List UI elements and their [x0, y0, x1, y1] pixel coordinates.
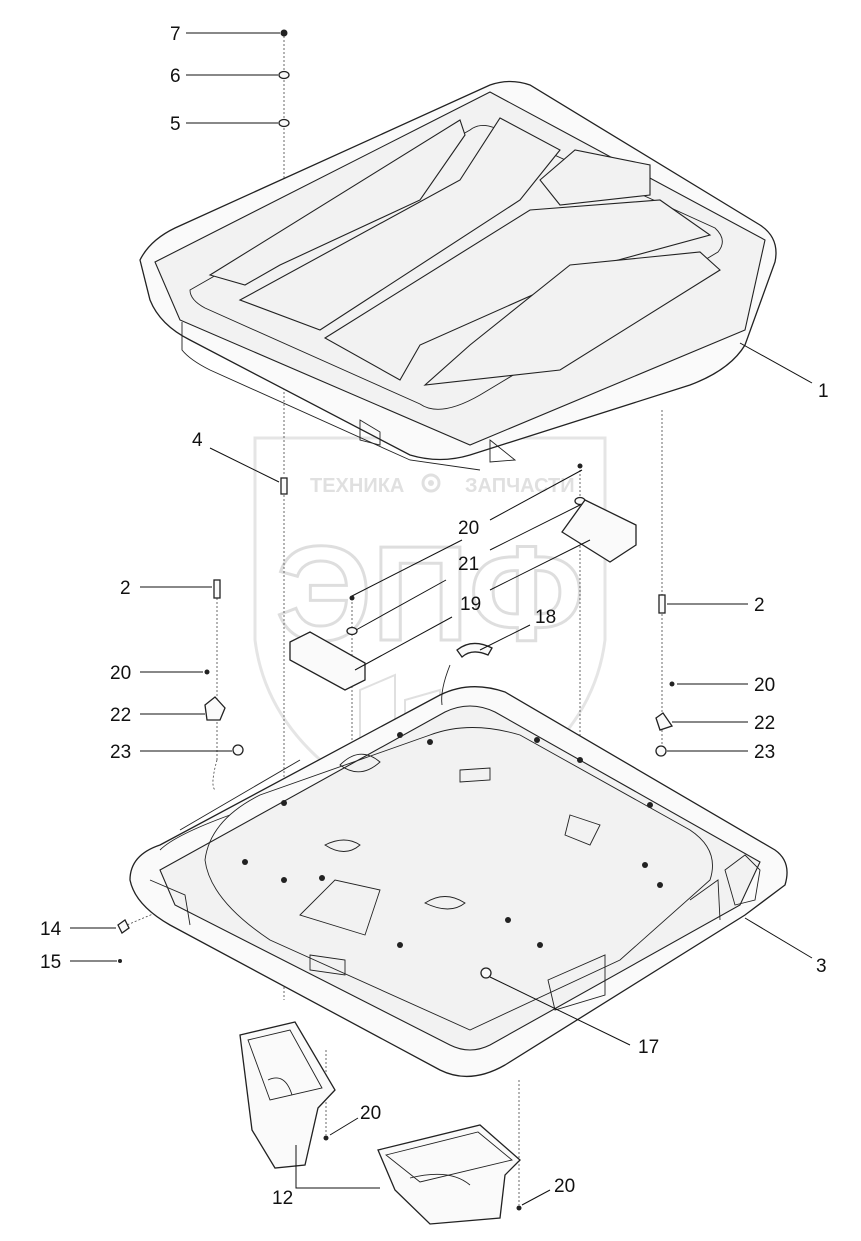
part-21-washer: [346, 626, 358, 636]
part-19-bracket-right: [561, 499, 637, 563]
part-19-bracket-left: [289, 631, 366, 691]
part-20-screw-b: [204, 669, 210, 675]
watermark-top-left-text: ТЕХНИКА: [310, 475, 404, 497]
callout-labels: 7 6 5 1 4 20 21 19 18 2 2 20 20 22 22 23…: [40, 24, 829, 1209]
callout-5: 5: [170, 114, 181, 135]
callout-18: 18: [535, 607, 556, 628]
part-20-screw-c: [669, 681, 675, 687]
storage-box-right: [377, 1124, 521, 1225]
part-2-stud-left: [213, 579, 221, 599]
callout-2-left: 2: [120, 578, 131, 599]
storage-box-left: [239, 1021, 336, 1169]
callout-12: 12: [272, 1188, 293, 1209]
storage-boxes: [239, 1021, 521, 1225]
part-20-screw-e: [516, 1205, 522, 1211]
part-17-grommet: [480, 967, 492, 979]
callout-14: 14: [40, 919, 62, 940]
part-23-nut-right: [655, 745, 667, 757]
callout-20-c: 20: [754, 675, 775, 696]
callout-4: 4: [192, 430, 203, 451]
part-7-bolt: [280, 29, 288, 37]
callout-2-right: 2: [754, 595, 765, 616]
part-4-stud: [280, 477, 288, 495]
callout-22-right: 22: [754, 713, 775, 734]
callout-19: 19: [460, 594, 481, 615]
part-6-washer: [278, 70, 290, 80]
small-parts: [117, 29, 675, 1211]
callout-20-b: 20: [110, 663, 131, 684]
callout-17: 17: [638, 1037, 659, 1058]
watermark-top-right-text: ЗАПЧАСТИ: [465, 475, 575, 497]
gear-icon: [421, 473, 441, 493]
part-18-seal: [456, 642, 493, 658]
part-22-clip-left: [204, 696, 226, 721]
part-15-screw: [118, 959, 122, 963]
part-22-clip-right: [655, 712, 674, 731]
ceiling-frame: [129, 686, 788, 1078]
callout-23-left: 23: [110, 742, 131, 763]
frame-fastener-dots: [242, 732, 663, 948]
leader-lines: [70, 32, 813, 1206]
callout-7: 7: [170, 24, 181, 45]
callout-1: 1: [818, 381, 829, 402]
callout-6: 6: [170, 66, 181, 87]
callout-20-d: 20: [360, 1103, 381, 1124]
part-20-screw-a: [349, 595, 355, 601]
callout-20-a: 20: [458, 518, 479, 539]
callout-23-right: 23: [754, 742, 775, 763]
part-20-screw-d: [323, 1135, 329, 1141]
callout-21: 21: [458, 554, 479, 575]
callout-15: 15: [40, 952, 61, 973]
part-14-nut: [117, 919, 130, 934]
part-20-screw-top: [577, 463, 583, 469]
part-2-stud-right: [658, 594, 666, 614]
callout-22-left: 22: [110, 705, 131, 726]
part-23-nut-left: [232, 744, 244, 756]
callout-20-e: 20: [554, 1176, 575, 1197]
roof-panel: [139, 80, 777, 471]
part-5-washer: [278, 118, 290, 128]
callout-3: 3: [816, 956, 827, 977]
